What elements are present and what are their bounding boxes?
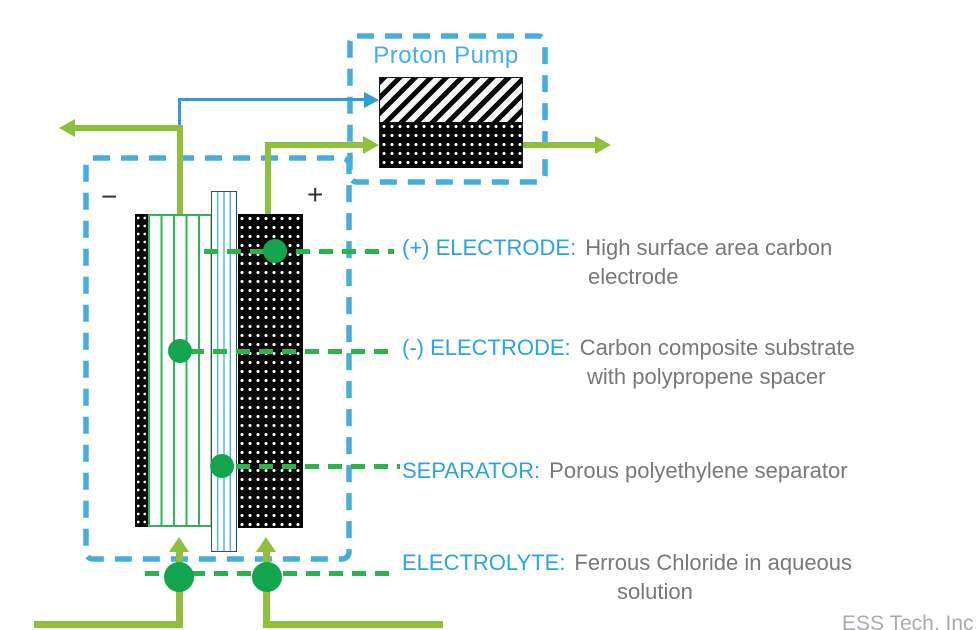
callout-desc-line2: solution (617, 579, 693, 604)
watermark-text: ESS Tech, Inc (842, 612, 974, 630)
callout-positive-electrode: (+) ELECTRODE: High surface area carbon e… (402, 233, 832, 291)
callout-desc: Ferrous Chloride in aqueous (574, 550, 853, 575)
marker-electrolyte-left (164, 562, 194, 592)
outflow-left-pipe (74, 125, 180, 131)
marker-separator (210, 454, 234, 478)
callout-desc: High surface area carbon (585, 235, 833, 260)
negative-electrode-block (148, 214, 211, 527)
positive-electrode-riser-pipe (265, 143, 271, 217)
positive-terminal-sign: + (307, 179, 324, 210)
connector-negative-electrode (190, 349, 397, 354)
pump-inlet-pipe (265, 142, 365, 148)
proton-pump-dashed-box (347, 33, 548, 185)
callout-term: (-) ELECTRODE: (402, 335, 571, 360)
proton-arrow-icon (364, 91, 379, 108)
current-collector-strip (135, 214, 148, 527)
proton-line-vertical (178, 98, 181, 127)
electrolyte-feed-right-arrow-icon (256, 537, 276, 552)
callout-desc: Carbon composite substrate (579, 335, 855, 360)
pump-inlet-arrow-icon (363, 136, 379, 154)
proton-line-horizontal (178, 98, 366, 101)
outflow-left-arrow-icon (59, 119, 75, 137)
negative-terminal-sign: − (101, 181, 118, 212)
pump-carbon-dotted-pattern (380, 122, 522, 168)
callout-desc-line2: electrode (588, 264, 679, 289)
proton-pump-label: Proton Pump (373, 42, 519, 69)
cell-boundary-dashed-box (83, 155, 352, 562)
pump-outlet-pipe (523, 142, 597, 148)
callout-term: (+) ELECTRODE: (402, 235, 577, 260)
callout-term: ELECTROLYTE: (402, 550, 566, 575)
proton-pump-unit (379, 77, 523, 168)
callout-desc: Porous polyethylene separator (549, 458, 848, 483)
negative-electrode-riser-pipe (177, 125, 183, 218)
callout-term: SEPARATOR: (402, 458, 541, 483)
marker-electrolyte-right (252, 562, 282, 592)
pump-membrane-hatch-pattern (380, 78, 522, 122)
callout-desc-line2: with polypropene spacer (587, 364, 826, 389)
electrolyte-feed-left-arrow-icon (169, 537, 189, 552)
callout-separator: SEPARATOR: Porous polyethylene separator (402, 456, 848, 485)
electrolyte-feed-left-pipe (34, 621, 182, 628)
connector-positive-electrode (204, 249, 394, 254)
pump-outlet-arrow-icon (595, 136, 611, 154)
connector-separator (236, 464, 400, 469)
marker-positive-electrode (263, 239, 287, 263)
electrolyte-feed-right-pipe (263, 621, 443, 628)
separator-block (211, 191, 237, 552)
marker-negative-electrode (168, 339, 192, 363)
positive-electrode-block (238, 214, 303, 528)
callout-electrolyte: ELECTROLYTE:Ferrous Chloride in aqueous … (402, 548, 852, 606)
callout-negative-electrode: (-) ELECTRODE: Carbon composite substrate… (402, 333, 855, 391)
